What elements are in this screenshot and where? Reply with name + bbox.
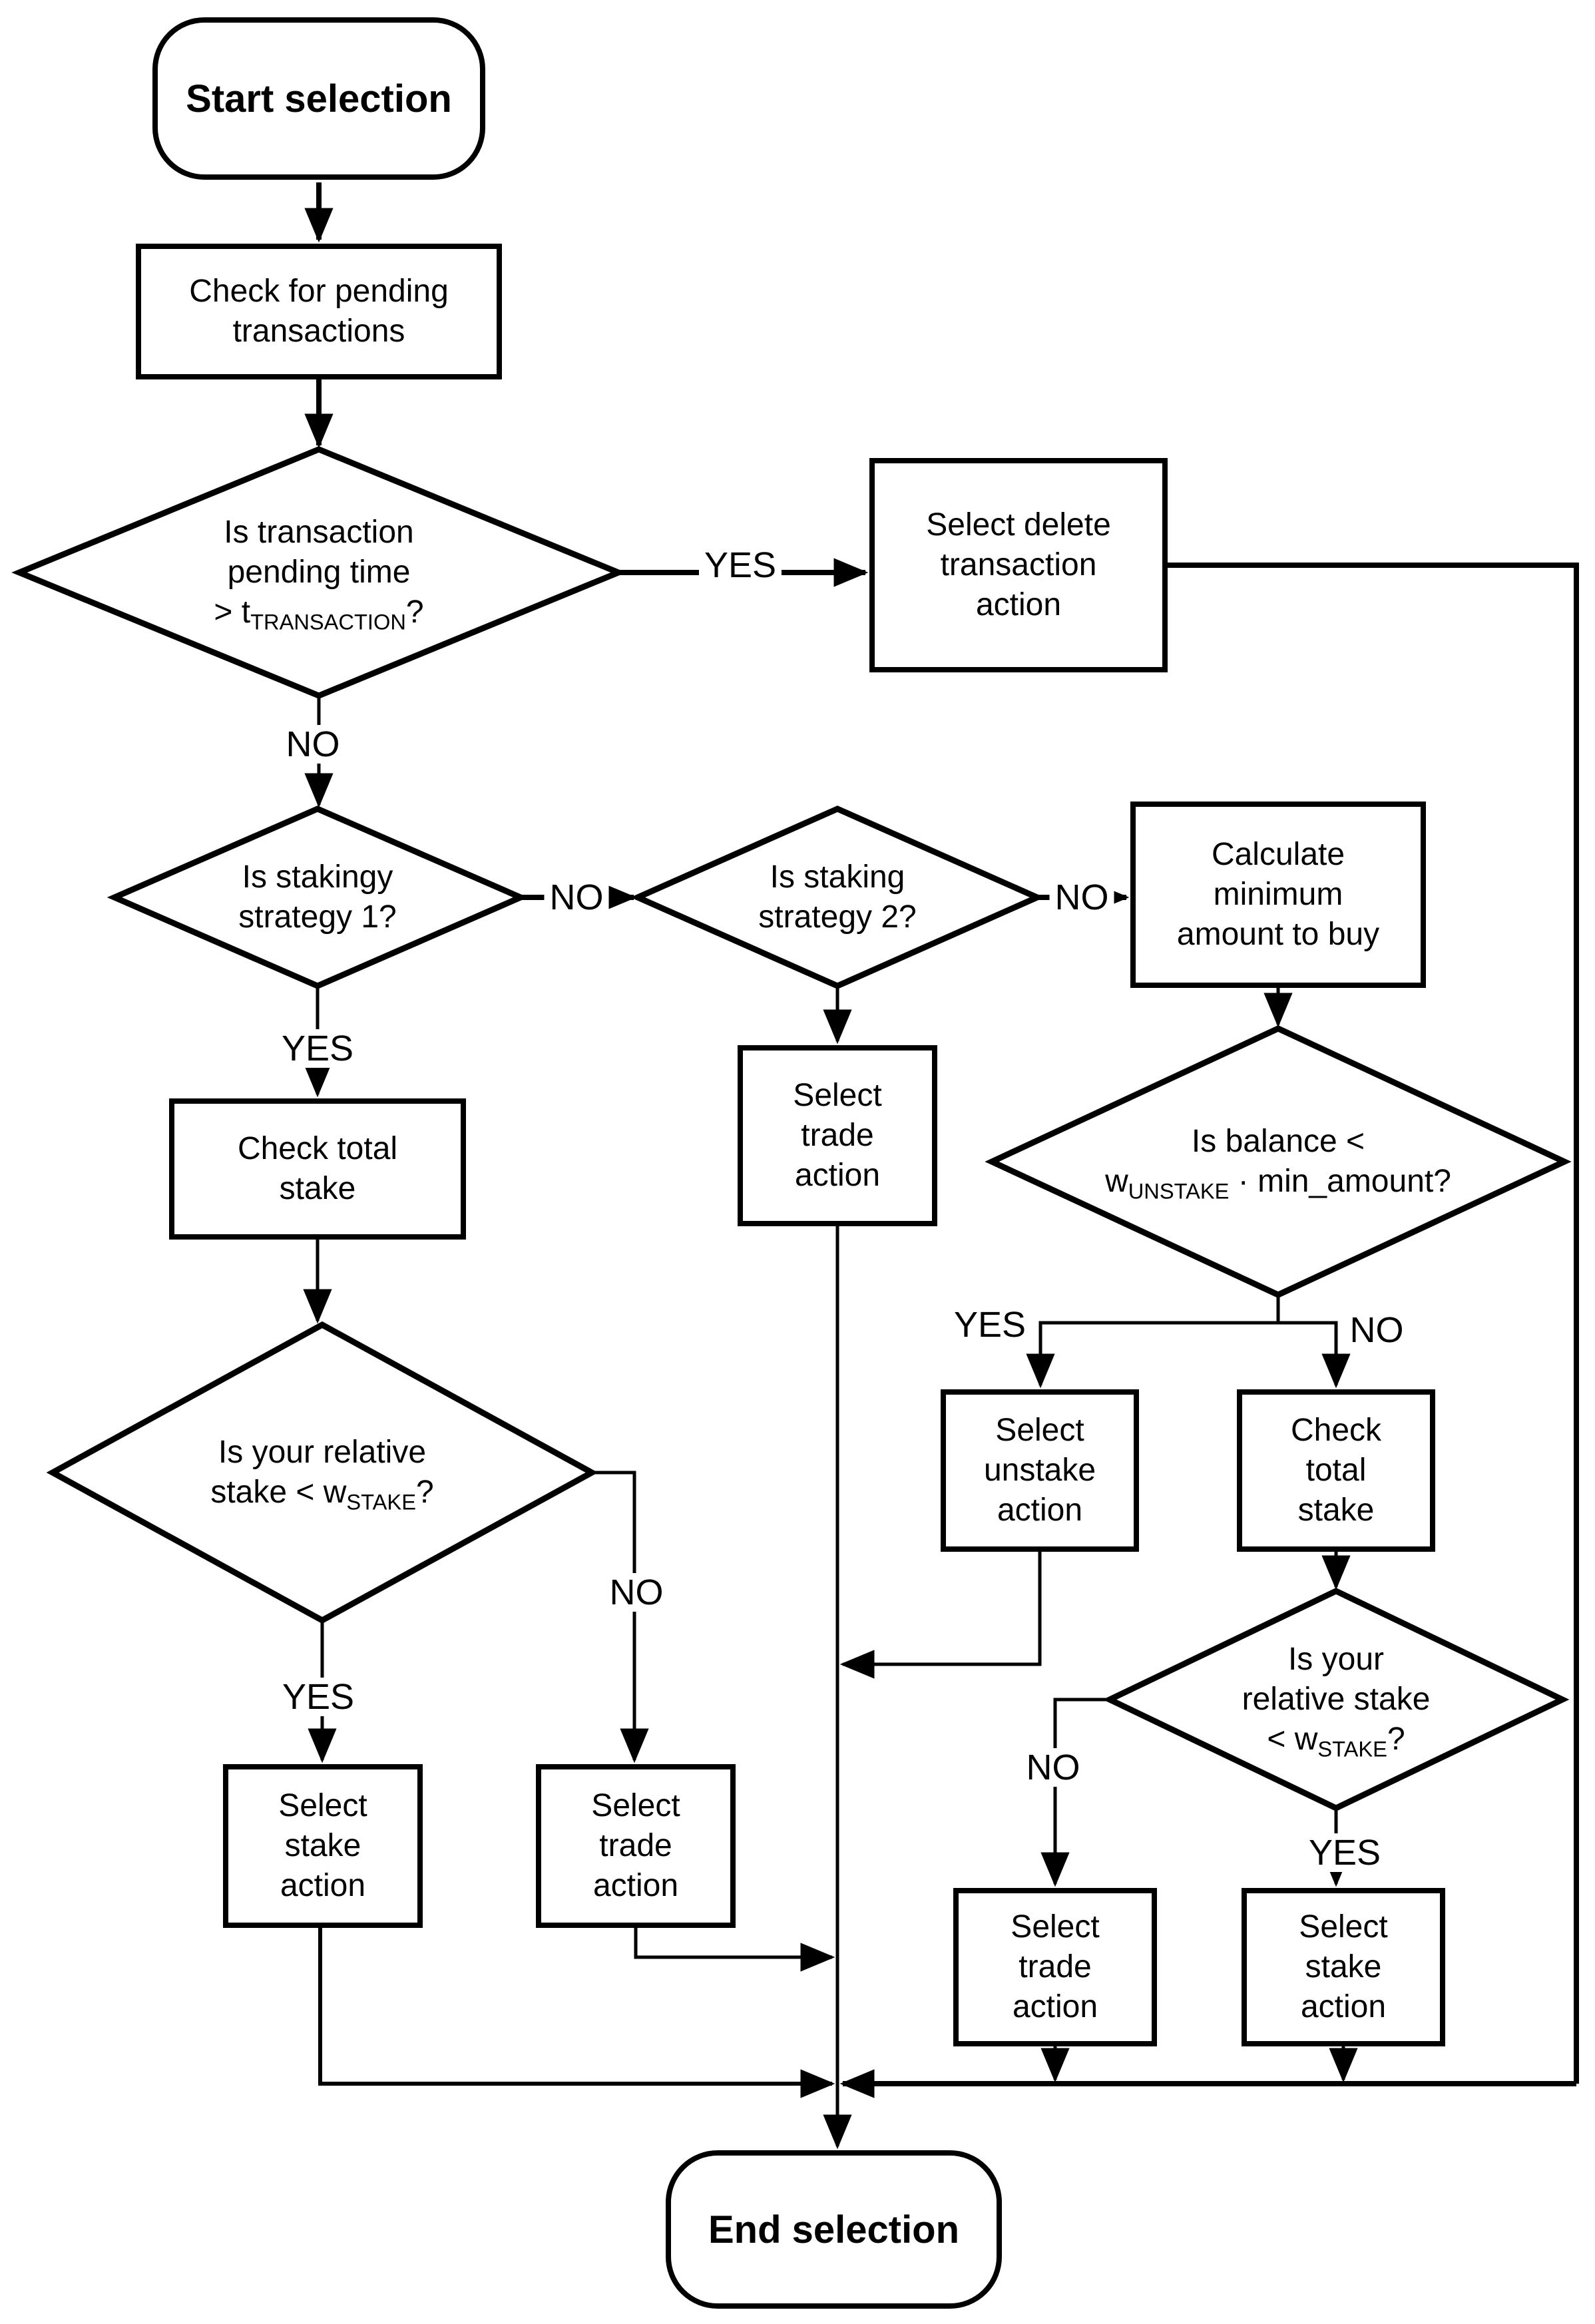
edge-label-strategy2-no: NO <box>1049 878 1114 917</box>
edge-relative-stake-1-no-to-select-trade-1 <box>592 1471 649 1763</box>
edge-select-trade-1-to-center-line <box>634 1928 835 1972</box>
process-select-trade-action-2: Select trade action <box>953 1888 1157 2046</box>
end-terminal: End selection <box>666 2150 1002 2309</box>
process-calculate-minimum-amount: Calculate minimum amount to buy <box>1130 802 1426 988</box>
end-label: End selection <box>708 2208 960 2251</box>
edge-label-strategy1-no: NO <box>544 878 609 917</box>
edge-balance-no-to-check-total-2 <box>1278 1321 1351 1389</box>
edge-label-balance-yes: YES <box>948 1305 1032 1344</box>
process-select-trade-action-1: Select trade action <box>536 1764 736 1928</box>
process-select-delete-transaction-action: Select delete transaction action <box>869 458 1168 672</box>
node-text: Check total stake <box>237 1131 398 1206</box>
edge-select-unstake-to-center-line <box>839 1552 1042 1679</box>
process-select-unstake-action: Select unstake action <box>941 1389 1139 1552</box>
node-text: Calculate minimum amount to buy <box>1176 837 1380 952</box>
process-select-trade-action-strategy2: Select trade action <box>738 1045 937 1226</box>
node-text: Select delete transaction action <box>926 507 1111 622</box>
edge-relative-stake-2-no-to-select-trade-2 <box>1040 1698 1110 1887</box>
decision-strategy1-label: Is stakingy strategy 1? <box>238 859 397 935</box>
node-text: Check for pending transactions <box>189 274 449 349</box>
decision-balance-label: Is balance < wUNSTAKE · min_amount? <box>1105 1124 1451 1204</box>
node-text: Select stake action <box>1299 1909 1388 2024</box>
edge-balance-yes-to-select-unstake <box>1026 1295 1280 1389</box>
process-check-pending-transactions: Check for pending transactions <box>136 244 502 379</box>
edge-label-relative-stake-2-no: NO <box>1021 1748 1086 1787</box>
edge-label-relative-stake-1-no: NO <box>604 1573 669 1612</box>
process-check-total-stake-2: Check total stake <box>1237 1389 1435 1552</box>
edge-select-delete-to-right-rail <box>1168 563 1579 2084</box>
decision-relative-stake-1-label: Is your relative stake < wSTAKE? <box>210 1435 434 1514</box>
process-select-stake-action-1: Select stake action <box>223 1764 423 1928</box>
edge-label-pending-yes: YES <box>698 546 782 584</box>
node-text: Check total stake <box>1290 1413 1382 1528</box>
decision-relative-stake-2-label: Is your relative stake < wSTAKE? <box>1242 1642 1431 1761</box>
node-text: Select trade action <box>793 1078 882 1193</box>
process-select-stake-action-2: Select stake action <box>1242 1888 1445 2046</box>
decision-strategy2-label: Is staking strategy 2? <box>758 859 917 935</box>
process-check-total-stake-1: Check total stake <box>169 1098 466 1240</box>
edge-label-balance-no: NO <box>1344 1311 1409 1349</box>
start-terminal: Start selection <box>152 17 485 180</box>
edge-label-pending-no: NO <box>280 725 345 764</box>
edge-label-relative-stake-2-yes: YES <box>1303 1833 1387 1872</box>
node-text: Select stake action <box>278 1788 367 1903</box>
node-text: Select trade action <box>591 1788 680 1903</box>
node-text: Select trade action <box>1011 1909 1100 2024</box>
edge-label-relative-stake-1-yes: YES <box>276 1678 360 1716</box>
start-label: Start selection <box>186 77 452 120</box>
node-text: Select unstake action <box>983 1413 1096 1528</box>
decision-pending-time-label: Is transaction pending time > tTRANSACTI… <box>214 515 424 634</box>
edge-select-stake-1-to-center <box>318 1928 835 2098</box>
edge-label-strategy1-yes: YES <box>276 1029 359 1068</box>
